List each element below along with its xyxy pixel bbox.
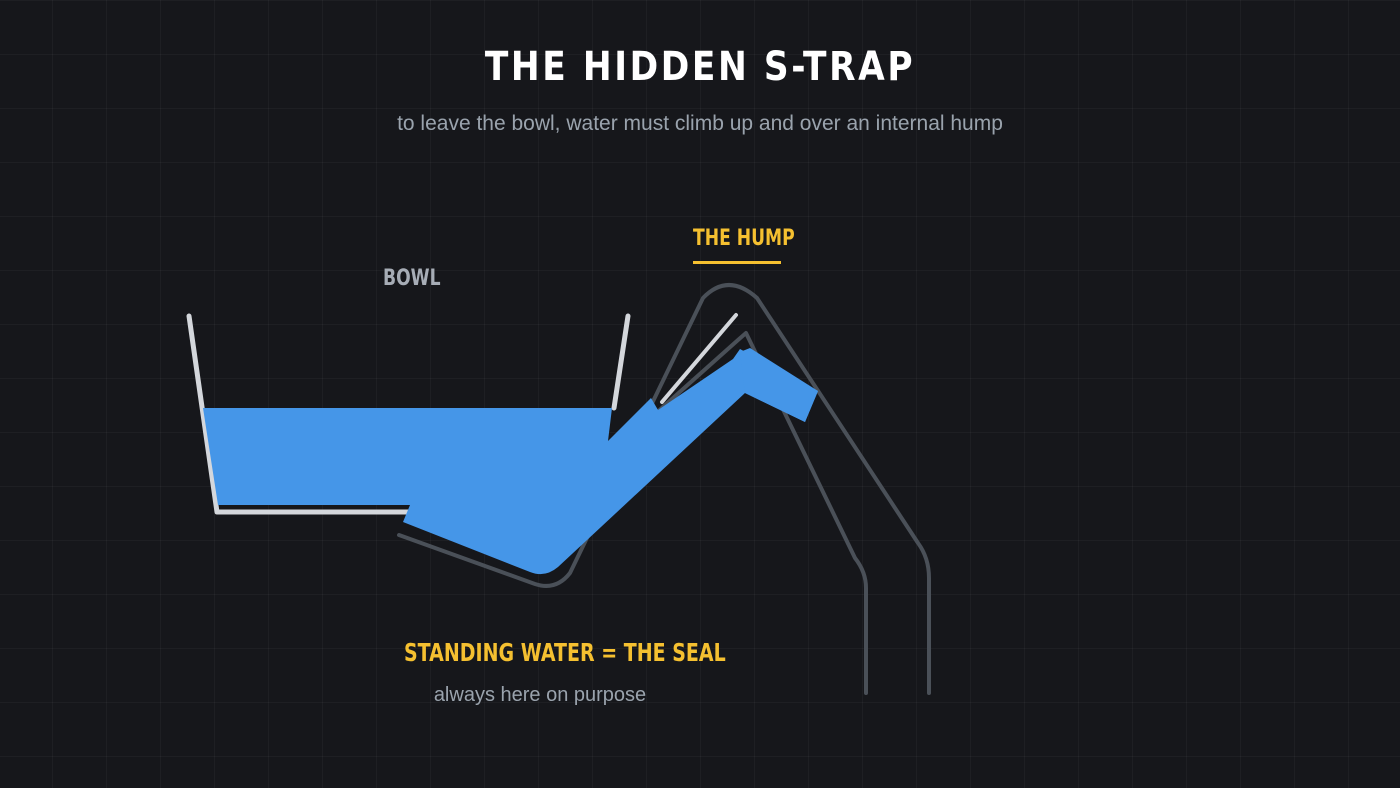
outer-pipe-outline <box>397 283 931 695</box>
seal-note: always here on purpose <box>433 684 647 706</box>
standing-water <box>203 349 818 575</box>
inner-pipe-outline <box>520 331 868 695</box>
bowl-right-wall <box>611 313 631 411</box>
hump-inner-lip <box>660 313 738 404</box>
hump-label: THE HUMP <box>693 226 795 251</box>
hump-underline <box>693 261 781 264</box>
seal-label: STANDING WATER = THE SEAL <box>404 638 726 667</box>
page-subtitle: to leave the bowl, water must climb up a… <box>397 112 1003 135</box>
bowl-left-wall <box>186 313 413 515</box>
water-crest <box>740 348 818 422</box>
page-title: THE HIDDEN S-TRAP <box>484 44 916 90</box>
bowl-label: BOWL <box>383 266 441 291</box>
